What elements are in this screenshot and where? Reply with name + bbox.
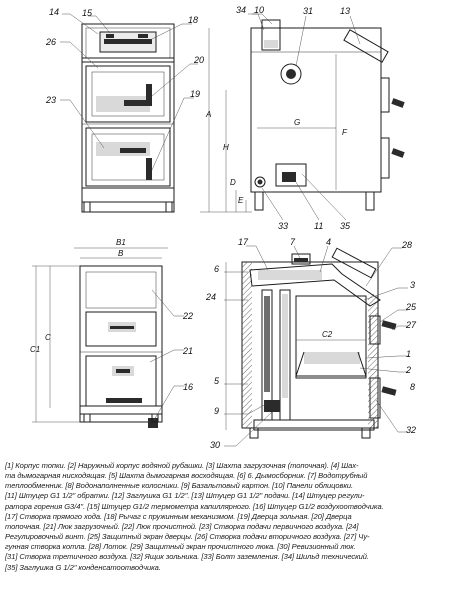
front-view bbox=[81, 23, 175, 213]
callout-1: 1 bbox=[406, 349, 411, 359]
section-leaders bbox=[224, 245, 408, 447]
callout-32: 32 bbox=[406, 425, 416, 435]
callout-14: 14 bbox=[49, 7, 59, 17]
legend-line: [11] Штуцер G1 1/2" обратки. [12] Заглуш… bbox=[5, 491, 365, 501]
callout-27: 27 bbox=[405, 320, 417, 330]
callout-23: 23 bbox=[45, 95, 56, 105]
legend-line: теплообменник. [8] Водонаполненные колос… bbox=[5, 481, 354, 491]
legend-line: [1] Корпус топки. [2] Наружный корпус во… bbox=[5, 461, 359, 470]
top-view bbox=[79, 265, 163, 428]
front-leaders bbox=[60, 13, 198, 171]
side-leaders bbox=[248, 13, 361, 221]
callout-3: 3 bbox=[410, 280, 415, 290]
callout-4: 4 bbox=[326, 237, 331, 247]
section-view bbox=[241, 247, 397, 439]
callout-28: 28 bbox=[401, 240, 412, 250]
callout-7: 7 bbox=[290, 237, 296, 247]
legend-line: [17] Створка прямого хода. [18] Рычаг с … bbox=[5, 511, 352, 521]
callout-10: 10 bbox=[254, 5, 264, 15]
callout-6: 6 bbox=[214, 264, 219, 274]
dim-F: F bbox=[342, 128, 348, 137]
callout-17: 17 bbox=[238, 237, 249, 247]
callout-2: 2 bbox=[405, 365, 411, 375]
top-leaders bbox=[149, 289, 184, 421]
dim-C: C bbox=[45, 333, 51, 342]
technical-drawing: 14 15 18 26 20 23 19 A H G F D E bbox=[30, 5, 417, 450]
callout-33: 33 bbox=[278, 221, 288, 231]
side-view bbox=[250, 19, 405, 211]
dim-G: G bbox=[294, 118, 300, 127]
callout-19: 19 bbox=[190, 89, 200, 99]
callout-24: 24 bbox=[205, 292, 216, 302]
dim-A: A bbox=[205, 110, 211, 119]
callout-34: 34 bbox=[236, 5, 246, 15]
callout-35: 35 bbox=[340, 221, 351, 231]
callout-25: 25 bbox=[405, 302, 417, 312]
legend-line: топочная. [21] Люк загрузочный. [22] Люк… bbox=[5, 521, 359, 531]
section-dimensions bbox=[225, 262, 366, 430]
callout-21: 21 bbox=[182, 346, 193, 356]
callout-5: 5 bbox=[214, 376, 220, 386]
callout-22: 22 bbox=[182, 311, 193, 321]
callout-31: 31 bbox=[303, 6, 313, 16]
callout-30: 30 bbox=[210, 440, 220, 450]
dim-D: D bbox=[230, 178, 236, 187]
callout-16: 16 bbox=[183, 382, 193, 392]
dim-B1: B1 bbox=[116, 238, 126, 247]
callout-9: 9 bbox=[214, 406, 219, 416]
legend-line: [35] Заглушка G 1/2" конденсатоотводчика… bbox=[5, 562, 161, 572]
legend-line: ратора горения G3/4". [15] Штуцер G1/2 т… bbox=[5, 501, 384, 511]
callout-15: 15 bbox=[82, 8, 93, 18]
dim-C2: C2 bbox=[322, 330, 333, 339]
dim-C1: C1 bbox=[30, 345, 40, 354]
callout-18: 18 bbox=[188, 15, 198, 25]
legend-line: та дымогарная нисходящая. [5] Шахта дымо… bbox=[5, 471, 368, 481]
legend-line: [31] Створка третичного воздуха. [32] Ящ… bbox=[5, 552, 369, 562]
parts-legend: [1] Корпус топки. [2] Наружный корпус во… bbox=[5, 461, 455, 573]
dim-E: E bbox=[238, 196, 244, 205]
callout-8: 8 bbox=[410, 382, 415, 392]
dim-B: B bbox=[118, 249, 124, 258]
dim-H: H bbox=[223, 143, 229, 152]
callout-26: 26 bbox=[45, 37, 56, 47]
callout-20: 20 bbox=[193, 55, 204, 65]
side-dimensions bbox=[200, 28, 337, 213]
top-dimensions bbox=[32, 247, 168, 423]
legend-line: Регулировочный винт. [25] Защитный экран… bbox=[5, 532, 370, 542]
callout-11: 11 bbox=[314, 221, 323, 231]
callout-13: 13 bbox=[340, 6, 350, 16]
legend-line: гунная створка котла. [28] Лоток. [29] З… bbox=[5, 542, 356, 552]
